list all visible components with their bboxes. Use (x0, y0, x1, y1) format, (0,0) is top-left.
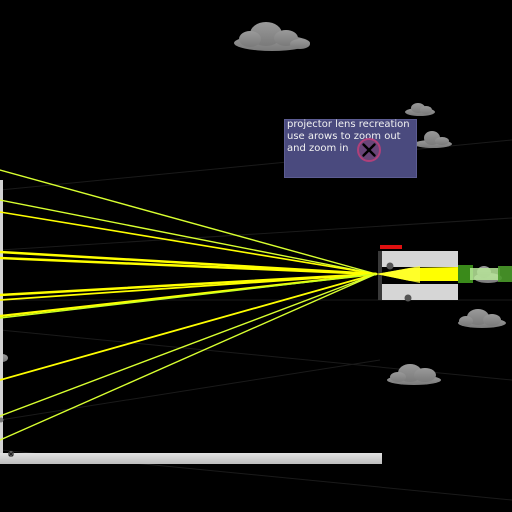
lens-icon (458, 265, 473, 283)
light-ray (0, 256, 378, 276)
projector-bottom-plate (381, 284, 458, 300)
bulb-housing (498, 266, 512, 282)
light-ray (0, 273, 377, 441)
cloud (458, 309, 506, 328)
grid-line (0, 217, 512, 251)
screw-icon (386, 262, 394, 270)
light-ray (0, 211, 377, 275)
grid-line (0, 359, 381, 421)
info-panel: projector lens recreation use arows to z… (284, 119, 417, 178)
cloud (387, 364, 441, 385)
projector[interactable] (376, 245, 512, 302)
projector-front (378, 251, 382, 300)
close-x-icon (362, 143, 376, 157)
projector-marker (380, 245, 402, 249)
light-ray (0, 273, 377, 417)
cloud (234, 22, 310, 51)
bulb-glow (470, 268, 500, 280)
light-ray (0, 199, 377, 275)
light-ray (0, 273, 377, 301)
screw-icon (0, 417, 4, 423)
screw-icon (404, 294, 412, 302)
cloud (405, 103, 435, 116)
info-instructions: use arows to zoom out (287, 131, 401, 142)
light-ray (0, 169, 377, 275)
info-instructions-continued: and zoom in (287, 143, 349, 154)
info-title: projector lens recreation (287, 119, 410, 130)
light-ray (0, 273, 377, 319)
projector-top-plate (381, 251, 458, 267)
light-rays (0, 169, 378, 441)
screw-icon (8, 451, 14, 457)
light-beam-core (376, 266, 420, 283)
light-ray (0, 273, 377, 381)
close-button[interactable] (357, 138, 381, 162)
screen-bottom-bar (0, 453, 382, 464)
cloud (414, 131, 452, 148)
grid-line (0, 139, 512, 191)
